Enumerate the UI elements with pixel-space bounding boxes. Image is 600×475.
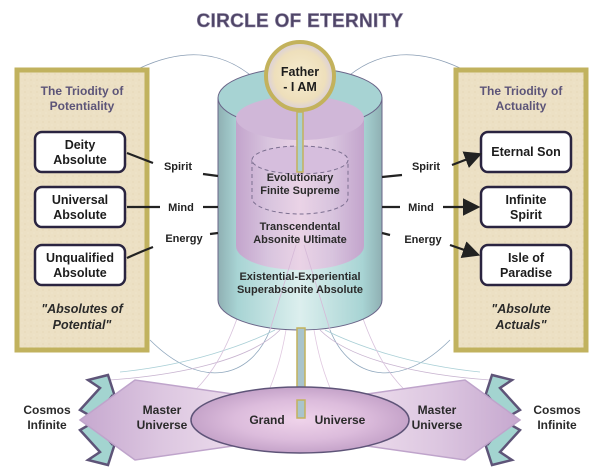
left-panel-caption-line1: "Absolutes of	[41, 302, 124, 316]
master-universe-left-line2: Universe	[137, 418, 188, 432]
box-deity-absolute-line1: Deity	[65, 138, 96, 152]
level-supreme-line1: Evolutionary	[267, 172, 335, 184]
cosmos-infinite-left-line1: Cosmos	[23, 403, 71, 417]
master-universe-right-line2: Universe	[412, 418, 463, 432]
box-isle-of-paradise-line1: Isle of	[508, 251, 545, 265]
box-universal-absolute[interactable]: Universal Absolute	[33, 185, 127, 229]
right-panel-actuality: The Triodity of Actuality Eternal Son In…	[453, 67, 589, 353]
box-isle-of-paradise-line2: Paradise	[500, 266, 552, 280]
left-panel-heading-line2: Potentiality	[50, 99, 115, 113]
central-cylinder: Evolutionary Finite Supreme Transcendent…	[217, 67, 383, 331]
right-connector-energy: Energy	[404, 234, 442, 246]
right-connectors	[381, 151, 483, 258]
right-panel-heading-line2: Actuality	[496, 99, 547, 113]
left-panel-caption-line2: Potential"	[53, 318, 113, 332]
father-line2: - I AM	[283, 80, 317, 94]
left-connectors	[126, 151, 219, 259]
left-connector-spirit: Spirit	[164, 161, 192, 173]
left-connector-mind: Mind	[168, 202, 194, 214]
box-universal-absolute-line1: Universal	[52, 193, 108, 207]
box-infinite-spirit-line1: Infinite	[506, 193, 547, 207]
cosmos-infinite-right-line2: Infinite	[537, 418, 577, 432]
level-ultimate-line1: Transcendental	[260, 221, 341, 233]
right-connector-mind: Mind	[408, 202, 434, 214]
right-panel-heading-line1: The Triodity of	[480, 84, 564, 98]
master-universe-left-line1: Master	[143, 403, 182, 417]
right-connector-spirit: Spirit	[412, 161, 440, 173]
diagram-title: CIRCLE OF ETERNITY	[196, 11, 403, 32]
right-panel-caption-line2: Actuals"	[494, 318, 547, 332]
box-infinite-spirit-line2: Spirit	[510, 208, 543, 222]
father-line1: Father	[281, 65, 319, 79]
box-deity-absolute[interactable]: Deity Absolute	[33, 130, 127, 174]
box-unqualified-absolute-line1: Unqualified	[46, 251, 114, 265]
grand-universe-line1: Grand	[249, 413, 284, 427]
right-panel-caption-line1: "Absolute	[491, 302, 550, 316]
box-deity-absolute-line2: Absolute	[53, 153, 107, 167]
master-universe-left[interactable]: Master Universe	[78, 379, 241, 461]
cosmos-infinite-left-line2: Infinite	[27, 418, 67, 432]
level-ultimate-line2: Absonite Ultimate	[253, 234, 347, 246]
left-panel-potentiality: The Triodity of Potentiality Deity Absol…	[14, 67, 150, 353]
box-eternal-son-line1: Eternal Son	[491, 145, 560, 159]
box-unqualified-absolute[interactable]: Unqualified Absolute	[33, 243, 127, 287]
father-i-am-circle[interactable]: Father - I AM	[264, 40, 336, 112]
grand-universe-line2: Universe	[315, 413, 366, 427]
level-absolute-line2: Superabsonite Absolute	[237, 284, 363, 296]
box-eternal-son[interactable]: Eternal Son	[479, 130, 573, 174]
master-universe-right-line1: Master	[418, 403, 457, 417]
level-absolute-line1: Existential-Experiential	[239, 271, 360, 283]
grand-universe[interactable]: Grand Universe	[190, 386, 410, 454]
box-infinite-spirit[interactable]: Infinite Spirit	[479, 185, 573, 229]
level-supreme-line2: Finite Supreme	[260, 185, 339, 197]
left-connector-energy: Energy	[165, 233, 203, 245]
cosmos-infinite-right-line1: Cosmos	[533, 403, 581, 417]
box-unqualified-absolute-line2: Absolute	[53, 266, 107, 280]
left-panel-heading-line1: The Triodity of	[41, 84, 125, 98]
box-universal-absolute-line2: Absolute	[53, 208, 107, 222]
box-isle-of-paradise[interactable]: Isle of Paradise	[479, 243, 573, 287]
